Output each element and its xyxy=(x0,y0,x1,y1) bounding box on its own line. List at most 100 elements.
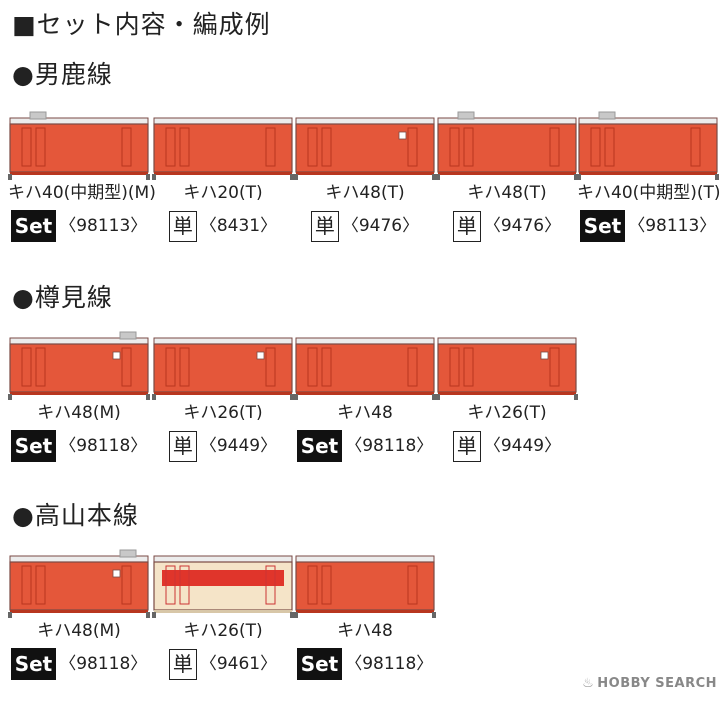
car-window xyxy=(256,351,265,360)
product-code-row: Set〈98118〉 xyxy=(8,428,150,464)
car-body xyxy=(295,561,435,611)
product-code-row: 単〈9449〉 xyxy=(436,428,578,464)
line-heading-tarumi: ●樽見線 xyxy=(12,283,113,312)
car-roof xyxy=(295,117,435,125)
car-takayama-1: キハ48(M)Set〈98118〉 xyxy=(8,548,150,698)
set-badge: Set xyxy=(579,210,626,242)
car-door xyxy=(590,127,601,167)
railcar-side-view xyxy=(8,331,150,400)
roof-unit xyxy=(119,549,137,558)
car-roof xyxy=(153,555,293,563)
car-body xyxy=(437,123,577,173)
car-name: キハ48(M) xyxy=(37,621,121,641)
car-door xyxy=(265,127,276,167)
product-code-row: Set〈98118〉 xyxy=(294,646,436,682)
roof-unit xyxy=(29,111,47,120)
set-badge: Set xyxy=(10,648,57,680)
product-code-row: 単〈8431〉 xyxy=(152,208,294,244)
car-body xyxy=(437,343,577,393)
coupler xyxy=(146,394,150,400)
car-door xyxy=(307,127,318,167)
coupler xyxy=(294,612,298,618)
car-window xyxy=(398,131,407,140)
coupler xyxy=(432,612,436,618)
railcar-side-view xyxy=(152,555,294,618)
product-code: 〈98113〉 xyxy=(59,216,148,236)
coupler xyxy=(290,394,294,400)
coupler xyxy=(8,174,12,180)
single-badge: 単 xyxy=(168,210,197,242)
coupler xyxy=(152,174,156,180)
car-name: キハ48(T) xyxy=(467,183,547,203)
line-heading-oga: ●男鹿線 xyxy=(12,60,113,89)
product-code-row: 単〈9476〉 xyxy=(294,208,436,244)
car-door xyxy=(121,565,132,605)
single-badge: 単 xyxy=(452,430,481,462)
car-door xyxy=(265,565,276,605)
railcar-side-view xyxy=(577,111,719,180)
car-door xyxy=(321,347,332,387)
car-oga-1: キハ40(中期型)(M) Set〈98113〉 xyxy=(8,110,156,260)
product-code: 〈98113〉 xyxy=(628,216,717,236)
product-code-row: 単〈9461〉 xyxy=(152,646,294,682)
coupler xyxy=(436,174,440,180)
car-body xyxy=(578,123,718,173)
railcar-side-view xyxy=(152,337,294,400)
roof-unit xyxy=(598,111,616,120)
car-body xyxy=(153,343,293,393)
car-name: キハ48(M) xyxy=(37,403,121,423)
railcar-side-view xyxy=(8,111,150,180)
watermark: ♨HOBBY SEARCH xyxy=(582,676,717,691)
car-skirt xyxy=(10,392,148,395)
car-door xyxy=(21,347,32,387)
car-door xyxy=(690,127,701,167)
single-badge: 単 xyxy=(452,210,481,242)
car-door xyxy=(165,127,176,167)
car-roof xyxy=(437,337,577,345)
car-door xyxy=(549,347,560,387)
single-badge: 単 xyxy=(168,430,197,462)
car-name: キハ48(T) xyxy=(325,183,405,203)
car-body xyxy=(9,123,149,173)
coupler xyxy=(8,394,12,400)
car-name: キハ40(中期型)(T) xyxy=(577,183,721,203)
product-code-row: 単〈9449〉 xyxy=(152,428,294,464)
car-door xyxy=(35,565,46,605)
coupler xyxy=(290,612,294,618)
car-door xyxy=(121,347,132,387)
car-skirt xyxy=(438,172,576,175)
car-door xyxy=(463,127,474,167)
railcar-side-view xyxy=(436,337,578,400)
product-code: 〈98118〉 xyxy=(59,436,148,456)
railcar-side-view xyxy=(8,549,150,618)
car-tarumi-4: キハ26(T)単〈9449〉 xyxy=(436,330,578,480)
product-code: 〈9476〉 xyxy=(341,216,420,236)
page-title: ■セット内容・編成例 xyxy=(12,10,271,39)
car-oga-4: キハ48(T)単〈9476〉 xyxy=(436,110,578,260)
coupler xyxy=(294,174,298,180)
single-badge: 単 xyxy=(310,210,339,242)
coupler xyxy=(294,394,298,400)
product-code-row: Set〈98113〉 xyxy=(577,208,719,244)
car-door xyxy=(179,347,190,387)
car-door xyxy=(604,127,615,167)
coupler xyxy=(152,394,156,400)
coupler xyxy=(577,174,581,180)
car-door xyxy=(463,347,474,387)
car-door xyxy=(549,127,560,167)
product-code-row: Set〈98113〉 xyxy=(8,208,150,244)
product-code: 〈9449〉 xyxy=(199,436,278,456)
car-name: キハ40(中期型)(M) xyxy=(8,183,156,203)
roof-unit xyxy=(457,111,475,120)
car-skirt xyxy=(154,392,292,395)
livery-stripe xyxy=(162,570,284,586)
car-roof xyxy=(153,337,293,345)
car-door xyxy=(407,565,418,605)
product-code: 〈9461〉 xyxy=(199,654,278,674)
car-skirt xyxy=(154,610,292,613)
coupler xyxy=(436,394,440,400)
coupler xyxy=(574,174,578,180)
car-tarumi-1: キハ48(M) Set〈98118〉 xyxy=(8,330,150,480)
